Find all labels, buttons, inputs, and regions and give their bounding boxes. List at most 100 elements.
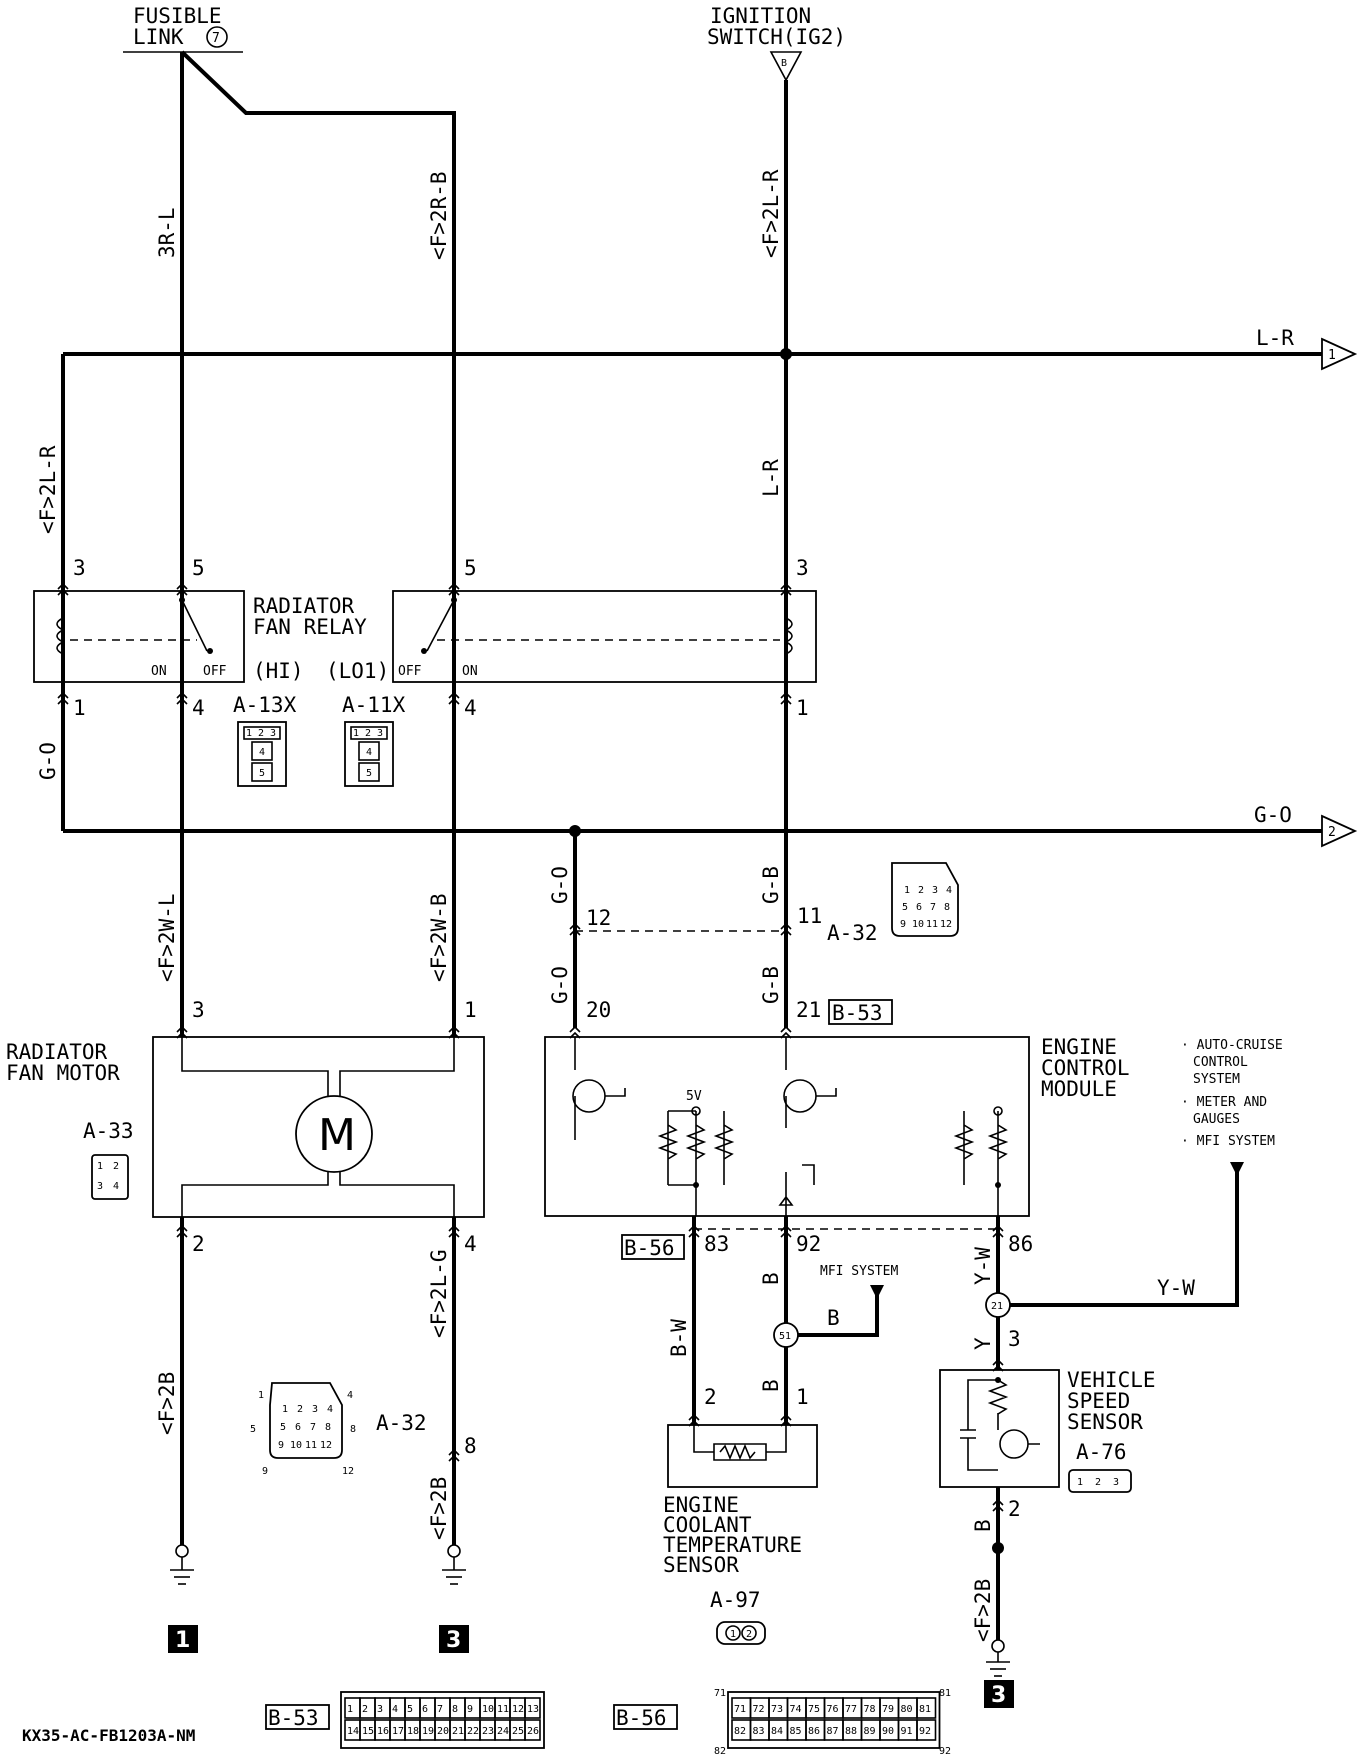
a32-connector-face: 1 2 3 4 5 6 7 8 9 10 11 12 [891,862,959,937]
b53-pin-label: 11 [497,1704,509,1715]
side-note-1: · AUTO-CRUISE [1181,1038,1283,1053]
connector-chevron [448,1448,460,1462]
wire-code-motor-ground-right-a: <F>2L-G [427,1249,451,1338]
b53-pin-label: 13 [527,1704,539,1715]
svg-text:1: 1 [282,1404,288,1415]
side-note-4: · METER AND [1181,1095,1267,1110]
coolant-pin-right: 1 [796,1385,809,1409]
vss-connector-id: A-76 [1076,1440,1127,1464]
a32-pin-right: 11 [797,904,822,928]
junction-bus-mid [569,825,581,837]
svg-text:3: 3 [991,1683,1006,1708]
vss-internal [960,1379,1040,1471]
b53-pin-label: 1 [347,1704,353,1715]
coolant-sensor-box [667,1424,818,1488]
relay-pin-hi-coil-bottom: 1 [73,696,86,720]
svg-text:1: 1 [353,728,359,739]
wire-code-motor-ground-right-b: <F>2B [427,1477,451,1540]
svg-text:6: 6 [916,902,922,913]
side-note-5: GAUGES [1193,1112,1240,1127]
fan-motor-label-2: FAN MOTOR [6,1061,120,1085]
svg-text:4: 4 [946,885,952,896]
svg-text:10: 10 [912,919,924,930]
b53-pin-label: 6 [422,1704,428,1715]
b53-pin-label: 16 [377,1726,389,1737]
b56-pin-label: 87 [827,1726,839,1737]
relay-lo-on: ON [462,664,478,679]
relay-hi-on: ON [151,664,167,679]
svg-text:4: 4 [347,1390,353,1401]
b56-corner-81: 81 [939,1688,951,1699]
b53-pin-label: 8 [452,1704,458,1715]
relay-label-1: RADIATOR [253,594,355,618]
splice-51-number: 51 [779,1331,791,1342]
wire-code-left-top: <F>2L-R [36,445,60,534]
svg-text:1: 1 [175,1628,190,1653]
connector-chevron [57,691,69,705]
b56-pin-label: 74 [790,1704,802,1715]
b53-pin-label: 14 [347,1726,359,1737]
fusible-link-label-2: LINK [133,25,184,49]
ignition-switch-label-2: SWITCH(IG2) [707,25,846,49]
svg-text:2: 2 [113,1161,119,1172]
vss-junction-dot [995,1377,1001,1383]
ecm-pin-92: 92 [796,1232,821,1256]
svg-text:11: 11 [926,919,938,930]
footer-code: KX35-AC-FB1203A-NM [22,1726,195,1745]
connector-chevron [176,1224,188,1238]
relay-lo-off: OFF [398,664,422,679]
ecm-connector-b56-tag: B-56 [621,1234,685,1260]
svg-text:B-53: B-53 [832,1001,883,1025]
wire-code-right-top: L-R [759,459,783,497]
connector-chevron [176,691,188,705]
svg-text:8: 8 [325,1422,331,1433]
b53-pin-label: 22 [467,1726,479,1737]
a32-lower-pin: 8 [464,1434,477,1458]
svg-text:2: 2 [297,1404,303,1415]
wire-code-motor-ground-left: <F>2B [155,1372,179,1435]
svg-text:1: 1 [730,1629,736,1640]
fan-motor-symbol-circle [295,1095,373,1173]
ecm-box [544,1036,1030,1217]
relay-lo-coil [784,591,793,682]
svg-text:2: 2 [258,728,264,739]
wire-code-vss-ground-b: <F>2B [971,1579,995,1642]
wire-code-motor-feed-left: <F>2W-L [155,893,179,982]
vss-pin-top: 3 [1008,1327,1021,1351]
svg-text:4: 4 [259,747,265,758]
ignition-switch-label-1: IGNITION [710,4,811,28]
vss-label-1: VEHICLE [1067,1368,1156,1392]
b53-pin-label: 17 [392,1726,404,1737]
connector-chevron [780,1025,792,1039]
wire-code-left-low: G-O [36,742,60,780]
relay-pin-lo-switch-top: 5 [464,556,477,580]
svg-text:7: 7 [930,902,936,913]
svg-text:2: 2 [365,728,371,739]
coolant-label-4: SENSOR [663,1553,739,1577]
b53-pin-label: 5 [407,1704,413,1715]
fan-motor-pin-bottom-right: 4 [464,1232,477,1256]
svg-text:1: 1 [904,885,910,896]
connector-chevron [448,1025,460,1039]
ground-left-icon [170,1544,194,1585]
ecm-pin-86: 86 [1008,1232,1033,1256]
side-note-2: CONTROL [1193,1055,1248,1070]
b56-pin-cell [916,1697,937,1719]
coolant-connector-face: 1 2 [716,1621,766,1645]
connector-chevron [448,582,460,596]
ground-number-middle: 3 [439,1625,469,1653]
ground-middle-icon [442,1544,466,1585]
b56-pin-label: 77 [845,1704,857,1715]
junction-vss-ground [992,1542,1004,1554]
connector-chevron [688,1413,700,1427]
svg-text:2: 2 [746,1629,752,1640]
svg-text:12: 12 [342,1466,354,1477]
b56-pin-label: 90 [882,1726,894,1737]
svg-text:12: 12 [320,1440,332,1451]
wire-code-83: B-W [667,1319,691,1357]
relay-hi-box [33,590,245,683]
a32-lower-id: A-32 [376,1411,427,1435]
vss-box [939,1369,1060,1488]
